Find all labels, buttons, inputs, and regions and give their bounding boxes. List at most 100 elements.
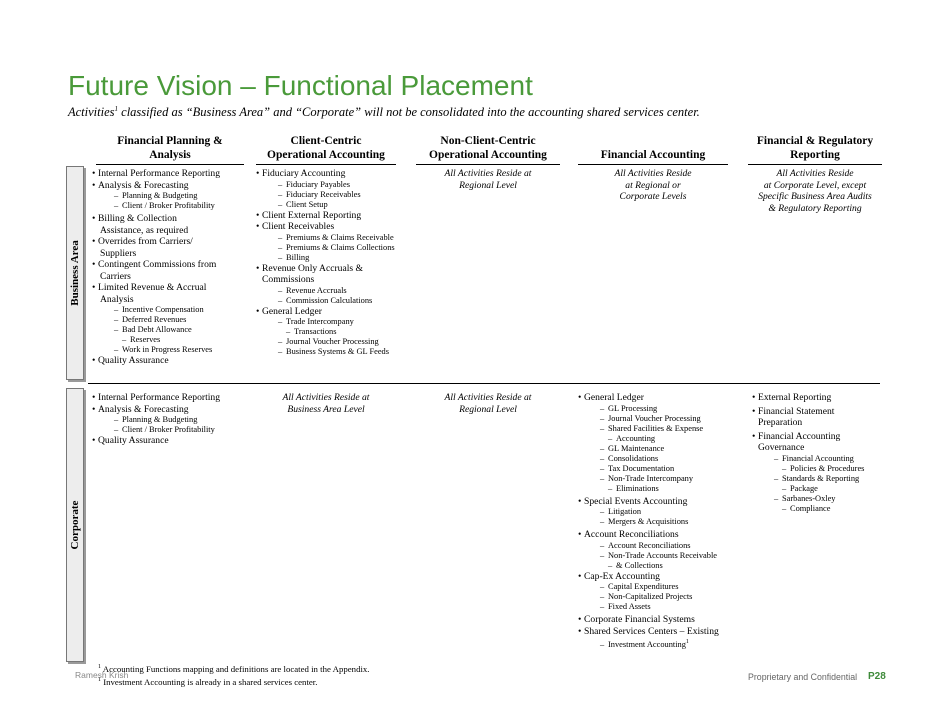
page-number: P28	[868, 671, 886, 682]
list-item: External Reporting	[752, 392, 884, 404]
sub-item-cont: Compliance	[752, 504, 884, 514]
sub-item: Business Systems & GL Feeds	[256, 347, 416, 357]
sub-item: Client Setup	[256, 200, 416, 210]
column-header-financial-accounting: Financial Accounting	[578, 134, 728, 165]
business-financial-accounting-cell: All Activities Reside at Regional or Cor…	[578, 168, 728, 203]
business-fpa-cell: Internal Performance Reporting Analysis …	[92, 168, 252, 367]
footnote-2: 1 Investment Accounting is already in a …	[98, 675, 370, 688]
subtitle-text: Activities	[68, 105, 115, 120]
note-line: Specific Business Area Audits	[758, 191, 872, 202]
sub-item: Commission Calculations	[256, 296, 416, 306]
list-item: Client Receivables	[256, 221, 416, 233]
sub-item: Journal Voucher Processing	[256, 337, 416, 347]
sub-item-text: Investment Accounting	[608, 639, 686, 649]
column-header-line: Operational Accounting	[267, 149, 385, 161]
sub-item-cont: & Collections	[578, 561, 748, 571]
corporate-non-client-centric-cell: All Activities Reside at Regional Level	[416, 392, 560, 415]
list-item-cont: Preparation	[758, 417, 803, 428]
list-item: Internal Performance Reporting	[92, 168, 252, 180]
row-label-business-area: Business Area	[66, 166, 84, 380]
note-line: All Activities Reside at	[444, 392, 532, 403]
note-line: & Regulatory Reporting	[768, 202, 862, 214]
sub-item: Bad Debt Allowance	[92, 325, 252, 335]
sub-item: Sarbanes-Oxley	[752, 494, 884, 504]
sub-item: Tax Documentation	[578, 464, 748, 474]
list-item: Contingent Commissions from	[92, 259, 252, 271]
column-header-non-client-centric: Non-Client-Centric Operational Accountin…	[416, 134, 560, 165]
sub-item: Non-Trade Accounts Receivable	[578, 551, 748, 561]
list-item: Internal Performance Reporting	[92, 392, 252, 404]
column-header-line: Reporting	[790, 149, 840, 161]
list-item: Shared Services Centers – Existing	[578, 626, 748, 638]
sub-item: Trade Intercompany	[256, 317, 416, 327]
column-header-line	[578, 134, 728, 148]
column-rule	[416, 164, 560, 165]
sub-item: Journal Voucher Processing	[578, 414, 748, 424]
list-item: Quality Assurance	[92, 435, 252, 447]
note-line: All Activities Reside at	[282, 392, 370, 403]
sub-item: Fiduciary Receivables	[256, 190, 416, 200]
sub-item: GL Processing	[578, 404, 748, 414]
column-header-fpa: Financial Planning & Analysis	[96, 134, 244, 165]
corporate-fpa-cell: Internal Performance Reporting Analysis …	[92, 392, 252, 447]
sub-item-cont: Package	[752, 484, 884, 494]
business-client-centric-cell: Fiduciary Accounting Fiduciary Payables …	[256, 168, 416, 357]
column-header-financial-regulatory: Financial & Regulatory Reporting	[748, 134, 882, 165]
sub-item: Premiums & Claims Collections	[256, 243, 416, 253]
corporate-financial-regulatory-cell: External Reporting Financial Statement P…	[752, 392, 884, 514]
sub-item-cont: Accounting	[578, 434, 748, 444]
sub-item: Investment Accounting1	[578, 637, 748, 650]
list-item: Client External Reporting	[256, 210, 416, 222]
list-item: Analysis & Forecasting	[92, 404, 252, 416]
list-item: Revenue Only Accruals &	[256, 263, 416, 275]
sub-item: Client / Broker Profitability	[92, 425, 252, 435]
list-item: Fiduciary Accounting	[256, 168, 416, 180]
row-label-text: Corporate	[69, 500, 81, 550]
sub-item: Litigation	[578, 507, 748, 517]
column-header-line: Operational Accounting	[429, 149, 547, 161]
note-line: Corporate Levels	[619, 191, 687, 202]
sub-item: Planning & Budgeting	[92, 415, 252, 425]
sub-item: Planning & Budgeting	[92, 191, 252, 201]
column-rule	[256, 164, 396, 165]
page-subtitle: Activities1 classified as “Business Area…	[68, 105, 700, 120]
column-rule	[96, 164, 244, 165]
sub-item: Incentive Compensation	[92, 305, 252, 315]
note-line: Business Area Level	[287, 403, 365, 415]
sub-item: Consolidations	[578, 454, 748, 464]
sub-item: Client / Broker Profitability	[92, 201, 252, 211]
list-item: General Ledger	[578, 392, 748, 404]
column-header-line: Financial Planning &	[117, 135, 223, 147]
footnote-mark: 1	[685, 639, 689, 645]
corporate-client-centric-cell: All Activities Reside at Business Area L…	[256, 392, 396, 415]
footnotes: 1 Accounting Functions mapping and defin…	[98, 662, 370, 688]
footnote-mark: 1	[98, 676, 101, 683]
footnote-mark: 1	[98, 664, 101, 670]
sub-item: Financial Accounting	[752, 454, 884, 464]
list-item-cont: Governance	[758, 442, 805, 453]
note-line: All Activities Reside	[614, 168, 692, 179]
note-line: at Regional or	[625, 179, 681, 191]
sub-item: Deferred Revenues	[92, 315, 252, 325]
corporate-financial-accounting-cell: General Ledger GL Processing Journal Vou…	[578, 392, 748, 650]
sub-item: Mergers & Acquisitions	[578, 517, 748, 527]
sub-item: Revenue Accruals	[256, 286, 416, 296]
subtitle-footnote-mark: 1	[114, 105, 119, 113]
list-item: Overrides from Carriers/	[92, 236, 252, 248]
sub-item-cont: Policies & Procedures	[752, 464, 884, 474]
list-item: Financial Statement	[752, 406, 884, 418]
sub-item: Work in Progress Reserves	[92, 345, 252, 355]
sub-item: Non-Trade Intercompany	[578, 474, 748, 484]
page-title: Future Vision – Functional Placement	[68, 70, 533, 101]
note-line: All Activities Reside at	[444, 168, 532, 179]
list-item-cont: Suppliers	[100, 247, 137, 259]
list-item: Analysis & Forecasting	[92, 180, 252, 192]
sub-item: Non-Capitalized Projects	[578, 592, 748, 602]
business-financial-regulatory-cell: All Activities Reside at Corporate Level…	[746, 168, 884, 214]
subtitle-rest: classified as “Business Area” and “Corpo…	[118, 105, 700, 120]
column-header-line: Non-Client-Centric	[440, 135, 536, 147]
column-rule	[578, 164, 728, 165]
sub-item: Standards & Reporting	[752, 474, 884, 484]
column-header-client-centric: Client-Centric Operational Accounting	[256, 134, 396, 165]
note-line: All Activities Reside	[776, 168, 854, 179]
